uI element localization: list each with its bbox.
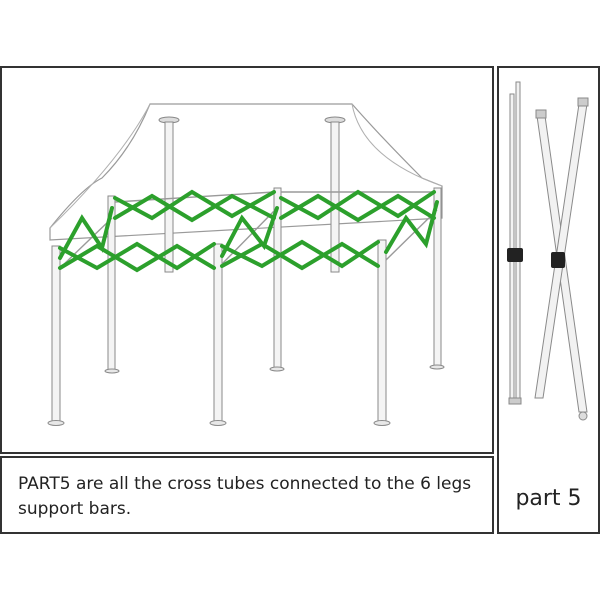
center-pole-right [330, 121, 340, 273]
rod-end-cap [508, 397, 522, 405]
caption-panel: PART5 are all the cross tubes connected … [0, 456, 494, 534]
canopy-frame-illustration [47, 103, 445, 426]
cross-tube-side-left [58, 206, 114, 260]
cross-tube-back-left-lower [113, 193, 276, 223]
caption-text: PART5 are all the cross tubes connected … [18, 474, 472, 519]
legs [51, 187, 442, 423]
leg [51, 245, 61, 423]
cross-tube-end-cap [577, 97, 589, 107]
cross-tube-front-left-lower [58, 243, 216, 273]
highlighted-cross-tubes [58, 189, 439, 273]
x-cross-tubes [534, 97, 589, 421]
canopy-roof-outline [49, 103, 443, 241]
canopy-roof-ridge-right [351, 103, 443, 187]
center-pole-left [164, 121, 174, 273]
cross-tube-back-right-lower [279, 193, 436, 223]
cross-tube-side-mid [220, 206, 279, 258]
cross-tube-back-left [113, 189, 276, 221]
part-label: part 5 [515, 486, 582, 511]
support-rod-pair [507, 81, 523, 405]
leg [213, 243, 223, 423]
cross-tube-side-right [384, 200, 439, 254]
cross-tube-front-right [220, 239, 380, 269]
cross-tube-front-right-lower [220, 241, 380, 271]
leg-feet [47, 364, 445, 426]
canopy-frame-panel [0, 66, 494, 454]
cross-tube-bolt [578, 411, 588, 421]
rod-joint [507, 248, 523, 262]
part-5-illustration [507, 81, 589, 421]
cross-tube-hinge [551, 252, 565, 268]
canopy-roof-ridge [49, 103, 151, 229]
support-rod [515, 81, 521, 405]
part-panel: part 5 [497, 66, 600, 534]
cross-tube-front-left [58, 241, 216, 271]
cross-tube-back-right [279, 189, 436, 221]
cross-tube-end-cap [535, 109, 547, 119]
